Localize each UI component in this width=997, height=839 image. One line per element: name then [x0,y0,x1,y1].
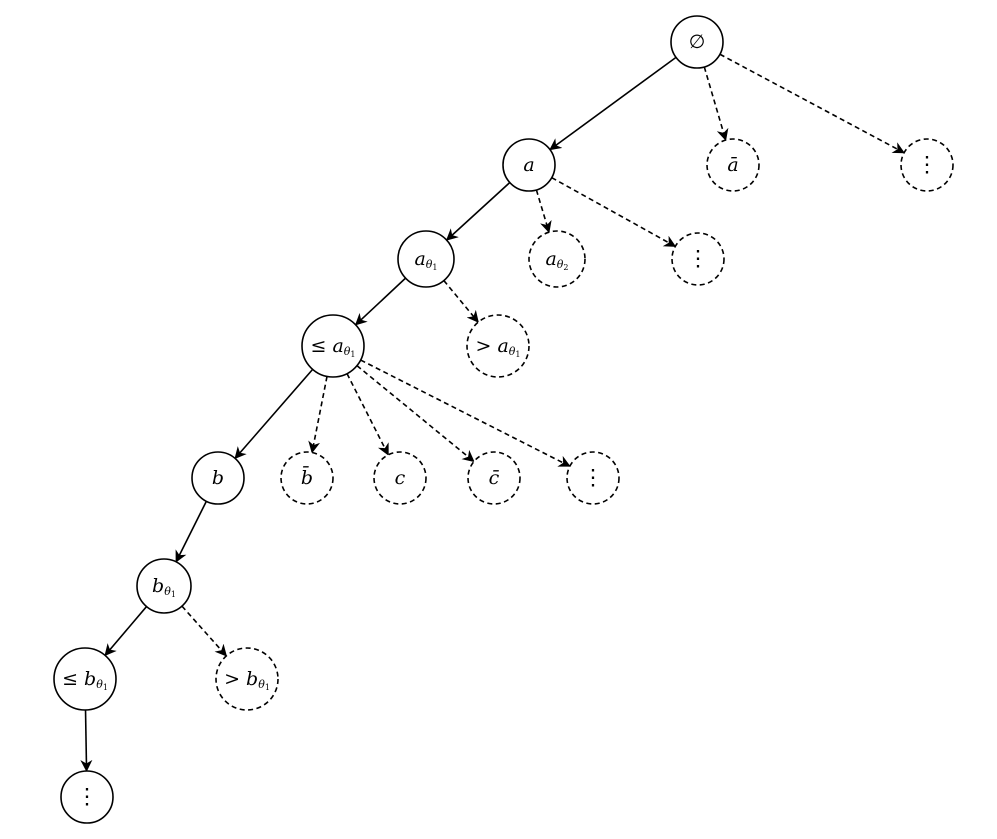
edge-bt1-to-le_bt1 [104,606,148,657]
node-le_at1: ≤ aθ1 [301,314,365,378]
node-circle [397,230,455,288]
node-label: ≤ bθ1 [62,668,108,692]
node-circle [373,451,427,505]
node-circle [502,138,556,192]
node-label: ⋮ [916,153,938,178]
node-b: b [191,451,245,505]
node-c: c [373,451,427,505]
edge-root-to-abar [703,66,729,142]
node-label: b [212,467,224,489]
node-circle [528,230,586,288]
node-label: c̄ [489,467,500,489]
node-label: ⋮ [582,466,604,491]
node-abar: ā [706,138,760,192]
edge-le_at1-to-dots3 [360,359,571,467]
node-label: ⋮ [687,247,709,272]
edge-le_bt1-to-dots4 [80,709,93,773]
node-at1: aθ1 [397,230,455,288]
node-label: ∅ [689,31,706,53]
node-bbar: b̄ [280,451,334,505]
node-dots3: ⋮ [566,451,620,505]
node-label: ≤ aθ1 [310,335,355,359]
node-label: aθ2 [545,248,568,272]
edge-at1-to-le_at1 [354,277,407,326]
node-label: bθ1 [152,575,176,599]
edge-le_at1-to-b [234,368,314,460]
node-circle [53,647,117,711]
edge-b-to-bt1 [175,500,208,563]
node-bt1: bθ1 [136,558,192,614]
edge-at1-to-gt_at1 [443,280,479,323]
node-dots4: ⋮ [60,770,114,824]
edge-root-to-dots1 [719,53,905,154]
edge-bt1-to-gt_bt1 [181,605,228,657]
edge-a-to-dots2 [551,176,677,248]
edges-layer [80,53,905,773]
node-le_bt1: ≤ bθ1 [53,647,117,711]
node-label: ā [727,154,738,176]
edge-le_at1-to-c [346,373,389,456]
node-circle [671,232,725,286]
node-circle [566,451,620,505]
node-circle [467,451,521,505]
edge-le_at1-to-bbar [308,376,328,454]
node-circle [191,451,245,505]
edge-a-to-at1 [445,181,511,241]
node-dots1: ⋮ [900,138,954,192]
node-at2: aθ2 [528,230,586,288]
node-circle [136,558,192,614]
edge-root-to-a [549,56,677,151]
node-circle [280,451,334,505]
node-cbar: c̄ [467,451,521,505]
node-circle [706,138,760,192]
node-label: > aθ1 [475,335,520,359]
node-gt_bt1: > bθ1 [215,647,279,711]
node-a: a [502,138,556,192]
node-label: > bθ1 [224,668,270,692]
node-label: a [523,154,534,176]
nodes-layer: ∅ a ā ⋮ aθ1 aθ2 ⋮ ≤ aθ1 > aθ1 b b̄ c c̄ ⋮ bθ1 ≤ bθ1 > bθ… [53,15,954,824]
node-circle [215,647,279,711]
node-root: ∅ [670,15,724,69]
node-label: c [395,467,406,489]
node-gt_at1: > aθ1 [466,314,530,378]
node-circle [900,138,954,192]
node-circle [466,314,530,378]
node-label: ⋮ [76,785,98,810]
node-circle [670,15,724,69]
node-label: b̄ [301,465,313,489]
edge-a-to-at2 [535,189,552,234]
node-dots2: ⋮ [671,232,725,286]
node-circle [60,770,114,824]
node-circle [301,314,365,378]
edge-le_at1-to-cbar [356,365,475,463]
node-label: aθ1 [414,248,437,272]
